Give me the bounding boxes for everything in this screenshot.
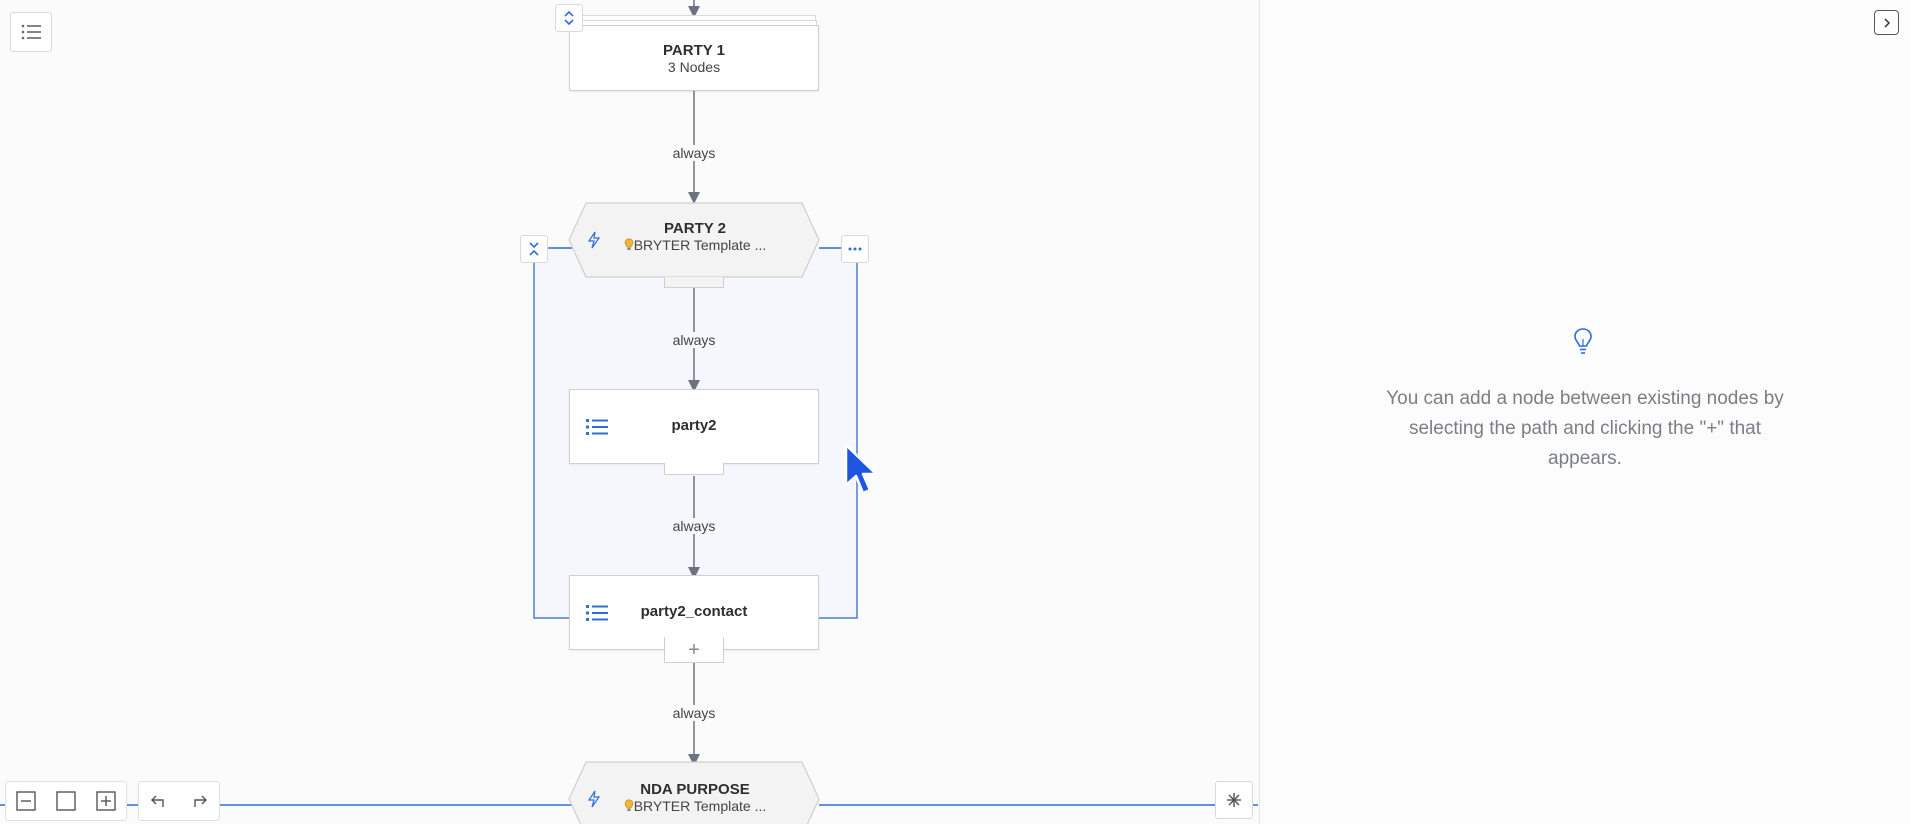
chevron-right-icon xyxy=(1883,17,1890,28)
nda-purpose-template-label: BRYTER Template ... xyxy=(633,798,767,814)
undo-button[interactable] xyxy=(139,782,179,820)
bulb-icon xyxy=(624,799,634,811)
party2-title: PARTY 2 xyxy=(664,220,726,237)
fit-view-icon xyxy=(56,791,76,811)
party2-subtitle: BRYTER Template ... xyxy=(590,237,800,253)
expand-group-button[interactable] xyxy=(555,4,583,32)
zoom-in-icon xyxy=(96,791,116,811)
edge-label[interactable]: always xyxy=(669,518,719,534)
more-horizontal-icon xyxy=(848,247,862,251)
party1-subtitle: 3 Nodes xyxy=(667,58,721,75)
party2-contact-title: party2_contact xyxy=(640,603,748,620)
add-node-hint-text: You can add a node between existing node… xyxy=(1386,388,1784,469)
party2-bottom-tab xyxy=(664,277,724,288)
party2-node[interactable]: PARTY 2 BRYTER Template ... xyxy=(590,220,800,253)
redo-button[interactable] xyxy=(179,782,219,820)
flow-canvas[interactable]: PARTY 1 3 Nodes always PARTY 2 BRYTER Te… xyxy=(0,0,1258,824)
group-more-button[interactable] xyxy=(841,235,869,263)
lightning-icon xyxy=(586,231,602,254)
add-node-tab[interactable]: + xyxy=(664,637,724,663)
edge-label[interactable]: always xyxy=(669,705,719,721)
nda-purpose-node[interactable]: NDA PURPOSE BRYTER Template ... xyxy=(590,781,800,814)
edge-label[interactable]: always xyxy=(669,332,719,348)
outline-toggle-button[interactable] xyxy=(10,12,52,52)
party2-template-label: BRYTER Template ... xyxy=(633,237,767,253)
list-icon xyxy=(586,418,608,441)
party1-title: PARTY 1 xyxy=(663,41,725,59)
list-icon xyxy=(586,604,608,627)
nda-purpose-subtitle: BRYTER Template ... xyxy=(590,798,800,814)
history-controls xyxy=(138,781,220,821)
panel-toggle-button[interactable] xyxy=(1874,10,1899,35)
edge-label[interactable]: always xyxy=(669,145,719,161)
collapse-group-button[interactable] xyxy=(520,235,548,263)
lightbulb-icon xyxy=(1573,327,1593,360)
asterisk-icon xyxy=(1227,793,1241,807)
nda-purpose-node-shape[interactable] xyxy=(568,761,820,824)
plus-icon[interactable]: + xyxy=(688,638,700,661)
zoom-out-icon xyxy=(16,791,36,811)
fit-view-button[interactable] xyxy=(46,782,86,820)
hint-panel xyxy=(1259,0,1910,824)
undo-icon xyxy=(151,795,164,807)
collapse-vertical-icon xyxy=(529,242,539,256)
list-icon xyxy=(21,24,41,40)
nda-purpose-title: NDA PURPOSE xyxy=(640,781,750,798)
mouse-cursor xyxy=(844,443,878,495)
party2-node-shape[interactable] xyxy=(568,202,820,278)
expand-vertical-icon xyxy=(564,10,574,26)
zoom-out-button[interactable] xyxy=(6,782,46,820)
party2-question-node[interactable]: party2 xyxy=(569,389,819,464)
redo-icon xyxy=(194,795,207,807)
zoom-in-button[interactable] xyxy=(86,782,126,820)
party2-node-title: party2 xyxy=(671,417,717,434)
party2-node-bottom-tab xyxy=(664,463,724,475)
party1-node[interactable]: PARTY 1 3 Nodes xyxy=(569,25,819,91)
auto-layout-button[interactable] xyxy=(1215,781,1253,819)
bulb-icon xyxy=(624,238,634,250)
zoom-controls xyxy=(5,781,127,821)
lightning-icon xyxy=(586,790,602,813)
